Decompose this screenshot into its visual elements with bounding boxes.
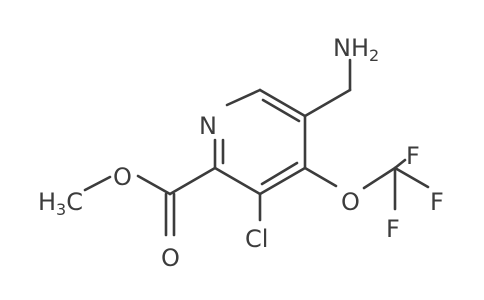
methyl-label: H3C: [38, 188, 83, 219]
bond-c4-c3-inner: [260, 161, 299, 186]
bond-c5-ch2: [303, 88, 352, 118]
bond-o-cf3: [362, 166, 397, 190]
bond-c6-c5: [258, 88, 307, 118]
bond-c4-o: [303, 166, 338, 188]
bond-n1-c6: [225, 88, 262, 107]
ring-nitrogen-label: N: [199, 112, 217, 140]
bond-cf3-f-top: [393, 158, 407, 170]
bond-o-ch3: [83, 175, 112, 192]
ring-bonds: [213, 88, 307, 196]
chlorine-label: Cl: [245, 225, 268, 253]
bond-c3-c2: [213, 166, 262, 196]
amine-label: NH2: [333, 34, 379, 65]
ether-oxygen-label: O: [341, 188, 360, 216]
bond-cf3-f-right: [393, 166, 430, 189]
fluorine-right-label: F: [430, 188, 444, 216]
bond-ester-c-o-single: [136, 174, 172, 196]
bond-c6-c5-inner: [261, 98, 301, 123]
carbonyl-oxygen-label: O: [161, 244, 180, 272]
ester-oxygen-label: O: [113, 163, 132, 191]
substituent-bonds: [83, 58, 430, 237]
bond-c4-c3: [258, 166, 307, 196]
fluorine-bottom-label: F: [386, 215, 400, 243]
fluorine-top-label: F: [406, 142, 420, 170]
bond-c2-ester-c: [168, 166, 217, 196]
